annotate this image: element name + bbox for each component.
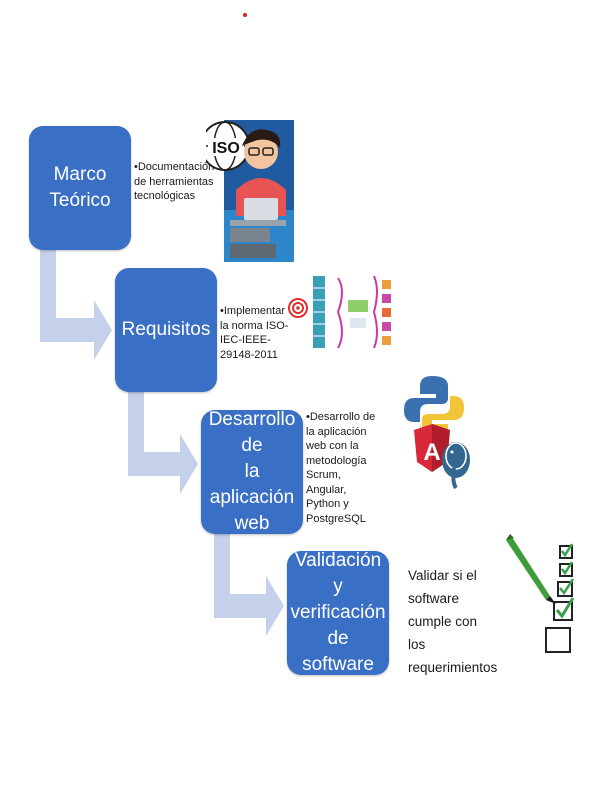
step-title: Marco Teórico [49, 164, 111, 211]
note-desarrollo: •Desarrollo de la aplicación web con la … [306, 410, 378, 526]
step-marco-teorico: Marco Teórico [29, 126, 131, 250]
step-title: Requisitos [121, 319, 211, 340]
svg-text:A: A [423, 439, 440, 466]
note-text: •Documentación de herramientas tecnológi… [134, 161, 215, 202]
arrow-1 [40, 250, 112, 360]
note-text: Validar si el software cumple con los re… [408, 568, 498, 675]
note-requisitos: •Implementar la norma ISO-IEC-IEEE-29148… [220, 304, 292, 362]
step-title: Validación y verificación de software [290, 550, 386, 675]
iso-label: ISO [212, 140, 240, 157]
note-text: •Desarrollo de la aplicación web con la … [306, 411, 376, 525]
note-validacion: Validar si el software cumple con los re… [408, 564, 498, 679]
requirements-process-icon [288, 275, 391, 349]
step-requisitos: Requisitos [115, 268, 217, 392]
iso-developer-icon: ISO [206, 120, 294, 262]
red-dot [243, 13, 247, 17]
step-title: Desarrollo de la aplicación web [208, 409, 296, 534]
checklist-icon [506, 534, 575, 653]
note-marco-teorico: •Documentación de herramientas tecnológi… [134, 160, 226, 204]
arrow-2 [128, 392, 198, 494]
arrow-3 [214, 534, 284, 636]
tech-logos-icon: A [404, 376, 470, 490]
step-desarrollo: Desarrollo de la aplicación web [201, 409, 303, 534]
note-text: •Implementar la norma ISO-IEC-IEEE-29148… [220, 305, 289, 361]
step-validacion: Validación y verificación de software [287, 550, 389, 675]
